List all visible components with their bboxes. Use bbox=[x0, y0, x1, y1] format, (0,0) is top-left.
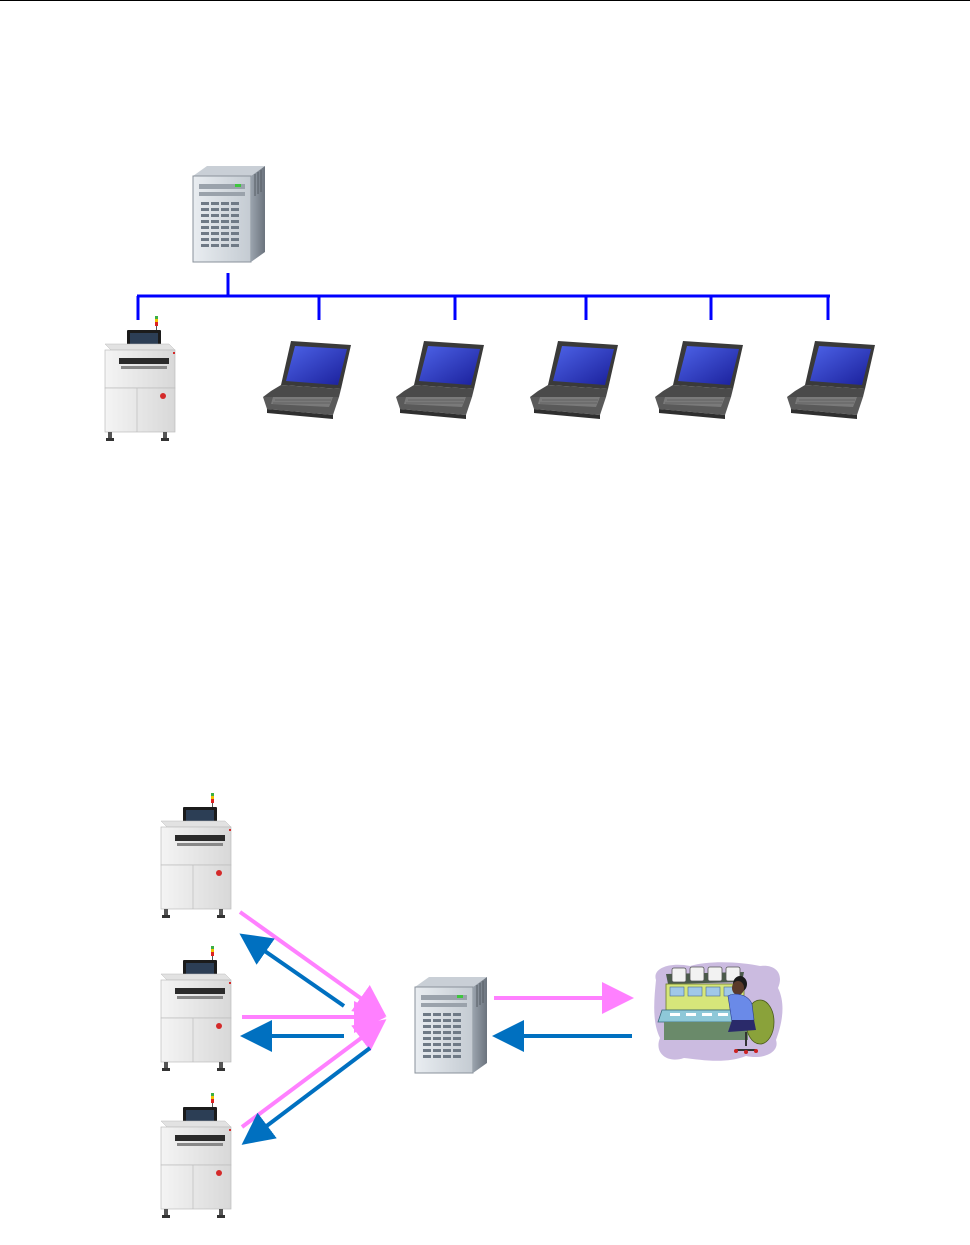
inspection-machine-icon bbox=[161, 946, 231, 1071]
inspection-machine-icon bbox=[161, 793, 231, 918]
bottom-dataflow-diagram bbox=[161, 793, 782, 1218]
server-icon bbox=[415, 977, 487, 1073]
server-icon bbox=[193, 166, 265, 262]
laptop-icon bbox=[655, 341, 743, 419]
laptop-icon bbox=[263, 341, 351, 419]
operator-control-room-icon bbox=[654, 962, 782, 1061]
laptop-icon bbox=[396, 341, 484, 419]
inspection-machine-icon bbox=[161, 1093, 231, 1218]
top-network-diagram bbox=[105, 166, 875, 441]
laptop-icon bbox=[787, 341, 875, 419]
laptop-icon bbox=[530, 341, 618, 419]
inspection-machine-icon bbox=[105, 316, 175, 441]
network-bus bbox=[137, 273, 830, 320]
